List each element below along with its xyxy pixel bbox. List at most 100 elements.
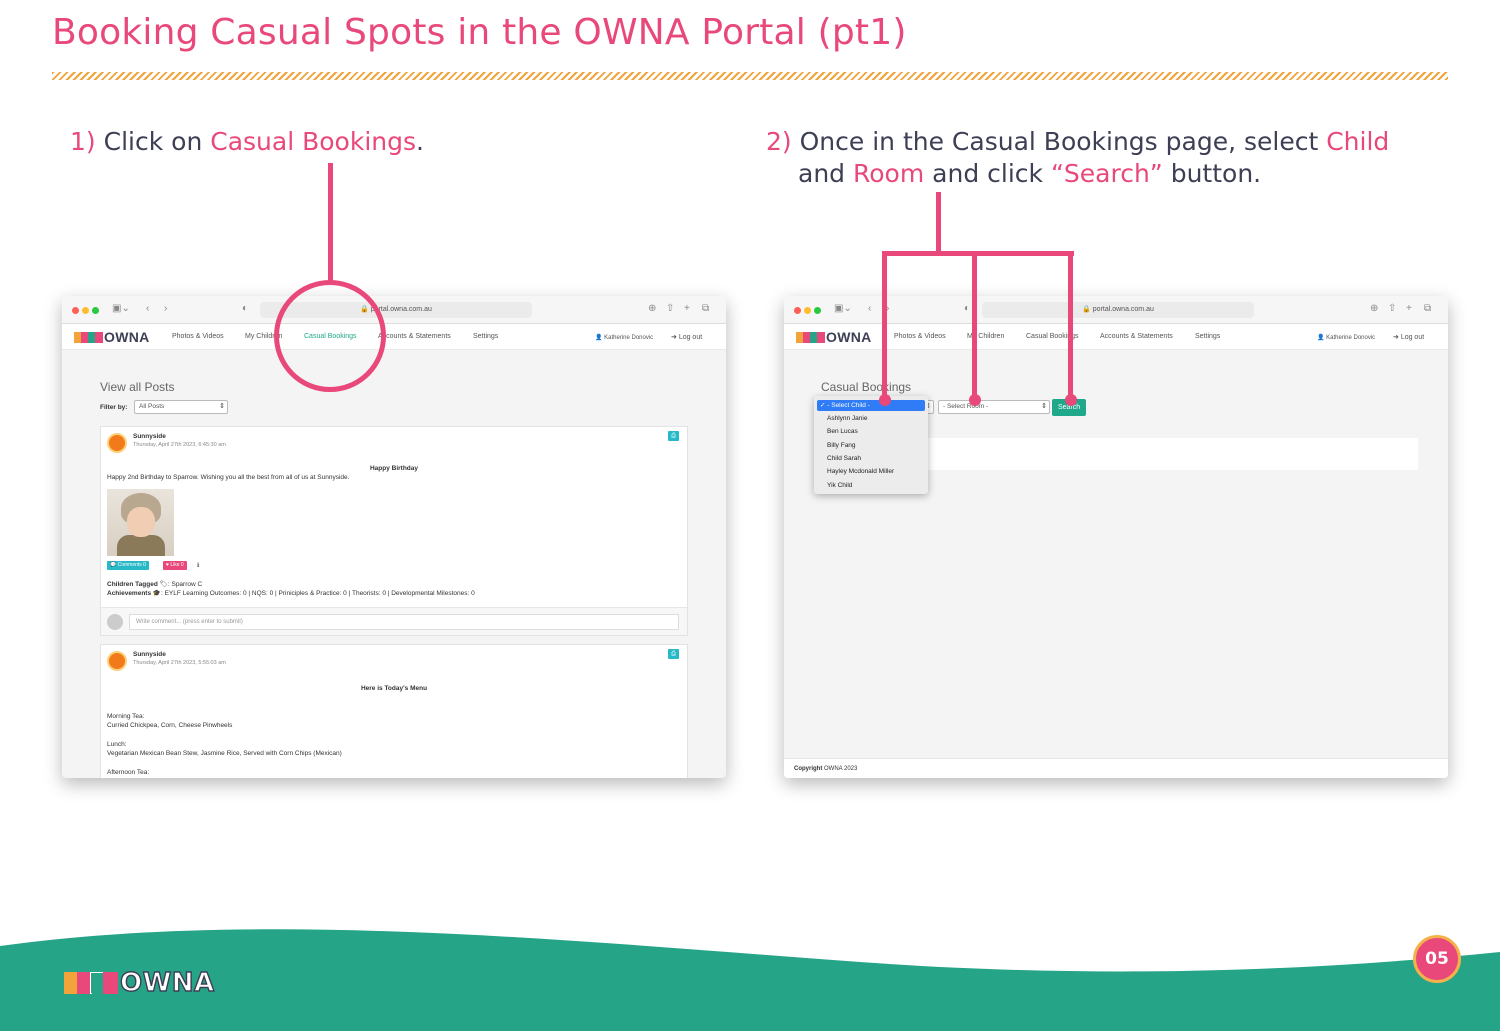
callout-bracket (882, 251, 1074, 256)
forward-icon[interactable]: › (164, 303, 168, 314)
post-author: Sunnyside (133, 651, 166, 658)
step-1-text: Click on (103, 127, 203, 156)
back-icon[interactable]: ‹ (146, 303, 150, 314)
forward-icon[interactable]: › (886, 303, 890, 314)
search-button[interactable]: Search (1052, 399, 1087, 416)
post-author: Sunnyside (133, 433, 166, 440)
comment-input[interactable]: Write comment... (press enter to submit) (129, 614, 679, 630)
browser-window-casual-bookings: ▣⌄ ‹ › ◐ 🔒 portal.owna.com.au ⊕ ⇧ + ⧉ OW… (784, 296, 1448, 778)
nav-user[interactable]: 👤 Katherine Donovic (1317, 335, 1376, 341)
download-icon[interactable]: ⊕ (1370, 303, 1379, 314)
callout-line-1 (328, 163, 333, 281)
back-icon[interactable]: ‹ (868, 303, 872, 314)
sunnyside-avatar (107, 433, 127, 453)
close-light-icon[interactable] (72, 307, 79, 314)
child-photo[interactable] (107, 489, 174, 556)
step-2-room: Room (853, 159, 925, 188)
minimize-light-icon[interactable] (82, 307, 89, 314)
step-2-child: Child (1326, 127, 1390, 156)
step-1-highlight: Casual Bookings (210, 127, 417, 156)
sidebar-icon[interactable]: ▣⌄ (112, 303, 130, 314)
filter-label: Filter by: (100, 404, 128, 411)
dropdown-option[interactable]: Billy Fang (827, 442, 856, 449)
owna-logo[interactable]: OWNA (796, 329, 872, 345)
callout-line-2 (936, 192, 941, 254)
new-tab-icon[interactable]: + (1406, 303, 1412, 314)
achievements: Achievements 🎓: EYLF Learning Outcomes: … (107, 590, 475, 597)
browser-toolbar: ▣⌄ ‹ › ◐ 🔒 portal.owna.com.au ⊕ ⇧ + ⧉ (784, 296, 1448, 324)
nav-photos-videos[interactable]: Photos & Videos (172, 333, 224, 340)
comments-button[interactable]: 💬 Comments 0 (107, 561, 149, 570)
child-dropdown-menu: ✓ - Select Child - Ashlynn Janie Ben Luc… (814, 396, 928, 494)
dropdown-selected-option[interactable]: ✓ - Select Child - (817, 400, 925, 411)
step-1-number: 1) (70, 127, 96, 156)
nav-logout[interactable]: ➜ Log out (671, 334, 703, 341)
post-body: Happy 2nd Birthday to Sparrow. Wishing y… (107, 474, 350, 481)
maximize-light-icon[interactable] (92, 307, 99, 314)
step-2-and: and (798, 159, 846, 188)
post-date: Thursday, April 27th 2023, 6:45:30 am (133, 442, 226, 448)
nav-my-children[interactable]: My Children (245, 333, 283, 340)
step-2-click: and click (932, 159, 1043, 188)
menu-lunch-label: Lunch: (107, 741, 127, 748)
menu-morning-value: Curried Chickpea, Corn, Cheese Pinwheels (107, 722, 233, 729)
results-panel (896, 438, 1418, 470)
sidebar-icon[interactable]: ▣⌄ (834, 303, 852, 314)
maximize-light-icon[interactable] (814, 307, 821, 314)
address-bar[interactable]: 🔒 portal.owna.com.au (982, 302, 1254, 318)
step-2-instruction: 2) Once in the Casual Bookings page, sel… (766, 126, 1406, 190)
share-icon[interactable]: ⇧ (1388, 303, 1397, 314)
user-avatar (107, 614, 123, 630)
print-icon[interactable]: ⎙ (668, 649, 679, 659)
dropdown-option[interactable]: Yik Child (827, 482, 853, 489)
download-icon[interactable]: ⊕ (648, 303, 657, 314)
owna-logo[interactable]: OWNA (74, 329, 150, 345)
callout-leg-search (1068, 251, 1073, 399)
menu-afternoon-label: Afternoon Tea: (107, 769, 150, 776)
comment-row: Write comment... (press enter to submit) (101, 607, 687, 635)
nav-my-children[interactable]: My Children (967, 333, 1005, 340)
like-button[interactable]: ♥ Like 0 (163, 561, 187, 570)
post-card: Sunnyside Thursday, April 27th 2023, 6:4… (100, 426, 688, 636)
dropdown-option[interactable]: Hayley Mcdonald Miller (827, 468, 895, 475)
info-icon[interactable]: ℹ (197, 563, 200, 569)
post-heading: Happy Birthday (369, 465, 419, 472)
casual-bookings-title: Casual Bookings (821, 380, 912, 394)
page-number-badge: 05 (1413, 935, 1461, 983)
dropdown-option[interactable]: Ashlynn Janie (827, 415, 868, 422)
minimize-light-icon[interactable] (804, 307, 811, 314)
owna-footer-logo: OWNA (64, 967, 215, 999)
nav-settings[interactable]: Settings (1195, 333, 1221, 340)
callout-dot-room (969, 394, 981, 406)
app-navbar: OWNA Photos & Videos My Children Casual … (784, 324, 1448, 350)
nav-user[interactable]: 👤 Katherine Donovic (595, 335, 654, 341)
step-2-number: 2) (766, 127, 792, 156)
menu-lunch-value: Vegetarian Mexican Bean Stew, Jasmine Ri… (107, 750, 342, 757)
nav-logout[interactable]: ➜ Log out (1393, 334, 1425, 341)
step-1-instruction: 1) Click on Casual Bookings. (70, 126, 424, 158)
close-light-icon[interactable] (794, 307, 801, 314)
step-1-period: . (416, 127, 424, 156)
callout-leg-child (882, 251, 887, 399)
dropdown-option[interactable]: Ben Lucas (827, 428, 858, 435)
browser-window-posts: ▣⌄ ‹ › ◐ 🔒 portal.owna.com.au ⊕ ⇧ + ⧉ OW… (62, 296, 726, 778)
print-icon[interactable]: ⎙ (668, 431, 679, 441)
post-card: Sunnyside Thursday, April 27th 2023, 5:5… (100, 644, 688, 778)
share-icon[interactable]: ⇧ (666, 303, 675, 314)
tabs-overview-icon[interactable]: ⧉ (702, 303, 710, 314)
nav-settings[interactable]: Settings (473, 333, 499, 340)
nav-photos-videos[interactable]: Photos & Videos (894, 333, 946, 340)
step-2-button-word: button. (1170, 159, 1262, 188)
portal-footer: Copyright OWNA 2023 (784, 758, 1448, 778)
new-tab-icon[interactable]: + (684, 303, 690, 314)
callout-dot-search (1065, 394, 1077, 406)
nav-accounts-statements[interactable]: Accounts & Statements (1100, 333, 1173, 340)
page-title: Booking Casual Spots in the OWNA Portal … (52, 12, 907, 53)
room-select[interactable]: - Select Room - (938, 400, 1050, 414)
nav-accounts-statements[interactable]: Accounts & Statements (378, 333, 451, 340)
dropdown-option[interactable]: Child Sarah (827, 455, 861, 462)
post-date: Thursday, April 27th 2023, 5:55:03 am (133, 660, 226, 666)
filter-select[interactable]: All Posts (134, 400, 228, 414)
tabs-overview-icon[interactable]: ⧉ (1424, 303, 1432, 314)
nav-casual-bookings[interactable]: Casual Bookings (1026, 333, 1079, 340)
